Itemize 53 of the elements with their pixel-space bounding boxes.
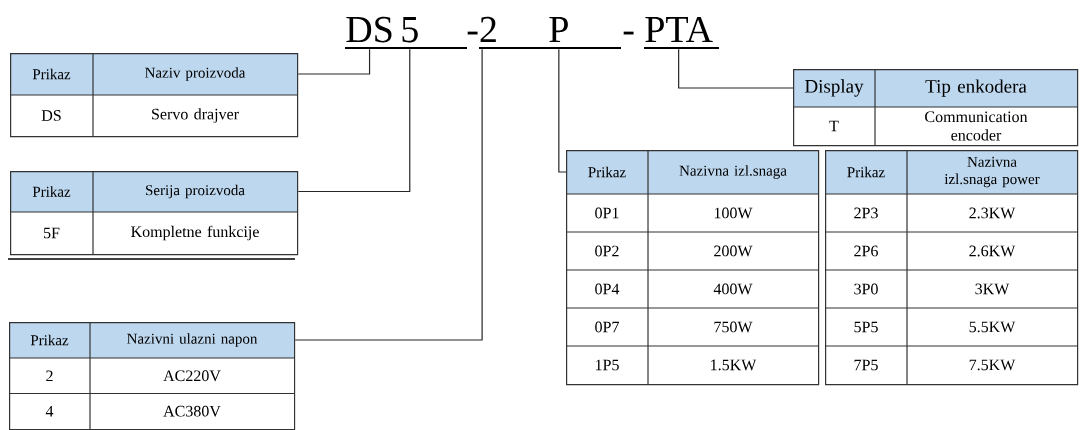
table-value: 2P3 [854, 207, 878, 219]
leader-line [678, 48, 794, 89]
table-value: 1P5 [595, 359, 619, 371]
table-value: 2P6 [854, 245, 878, 257]
column-heading: Prikaz [847, 166, 885, 178]
table-value: AC220V [163, 370, 221, 382]
table-value: 5F [44, 227, 60, 239]
column-heading: Serija proizvoda [146, 184, 245, 199]
underlined-code-segment: PTA [643, 16, 720, 49]
table-value: 0P7 [595, 321, 619, 333]
column-heading: Naziv proizvoda [145, 67, 246, 81]
table-value: 4 [45, 405, 54, 417]
column-heading: Prikaz [588, 166, 626, 178]
table-value: 0P4 [595, 283, 620, 295]
column-heading: Nazivni ulazni napon [127, 333, 258, 347]
leader-line [558, 48, 567, 173]
table-value: 0P2 [595, 245, 619, 257]
table-value: T [829, 120, 839, 132]
table-value: DS [41, 110, 61, 121]
separator-dash: - [623, 31, 634, 35]
table-value: 1.5KW [711, 359, 757, 371]
table-value: 200W [714, 245, 753, 257]
table-value: 2.3KW [969, 207, 1016, 219]
table-value: 7.5KW [969, 359, 1016, 371]
table-value: 2 [46, 370, 53, 382]
table-value: 2.6KW [969, 245, 1016, 257]
table-value: 0P1 [595, 207, 619, 219]
column-heading: Prikaz [30, 334, 69, 346]
column-heading: Prikaz [32, 186, 71, 197]
table-value: 5P5 [854, 321, 878, 333]
leader-line [297, 48, 411, 193]
underlined-code-segment: 5 [395, 17, 468, 49]
column-heading: Nazivna izl.snaga [679, 165, 787, 179]
underlined-code-segment: DS [344, 16, 397, 49]
table-value: Servo drajver [152, 108, 239, 123]
table-value: 400W [713, 283, 753, 295]
column-heading: Nazivna izl.snaga power [944, 156, 1040, 188]
table-value: AC380V [163, 405, 221, 417]
table-value: 3KW [975, 283, 1010, 295]
table-value: 750W [714, 321, 753, 333]
column-heading: Prikaz [32, 68, 71, 80]
table-value: Kompletne funkcije [131, 225, 259, 241]
underlined-code-segment: P [534, 17, 622, 49]
column-heading: Display [805, 79, 864, 97]
table-value: 7P5 [854, 359, 878, 371]
leader-line [294, 48, 483, 341]
underlined-code-segment: -2 [467, 16, 536, 49]
table-value: Communication encoder [925, 111, 1028, 141]
column-heading: Tip enkodera [925, 79, 1027, 97]
leader-line [297, 48, 371, 75]
table-value: 5.5KW [969, 321, 1016, 333]
table-value: 100W [714, 207, 753, 219]
table-value: 3P0 [854, 283, 878, 295]
